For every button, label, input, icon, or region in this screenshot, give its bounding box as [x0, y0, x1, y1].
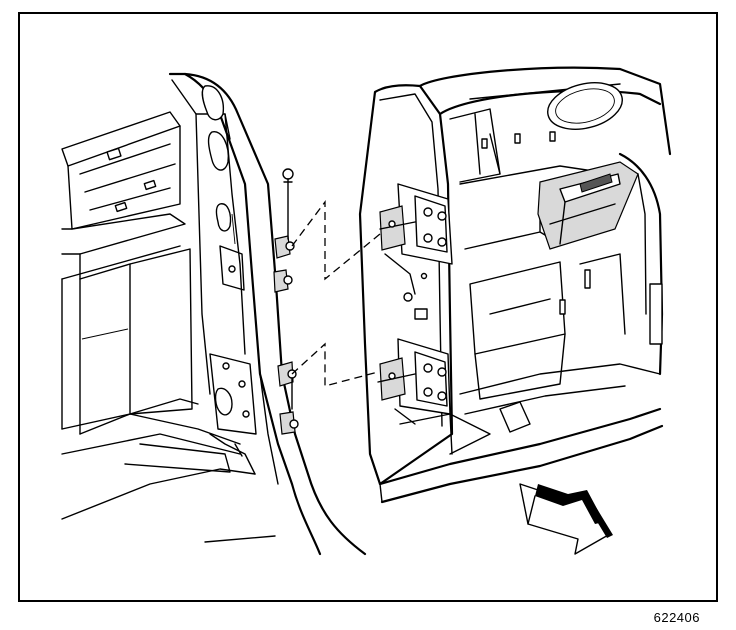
door-hinge-illustration — [61, 66, 672, 556]
front-direction-arrow — [519, 483, 613, 555]
lower-hinge — [377, 338, 451, 425]
figure-frame — [18, 12, 718, 602]
body-pillar — [61, 72, 367, 556]
upper-hinge — [379, 183, 453, 295]
hinge-alignment-lines — [291, 200, 381, 387]
rear-door — [358, 66, 672, 504]
figure-number: 622406 — [653, 610, 700, 625]
door-panel-details — [403, 272, 428, 320]
